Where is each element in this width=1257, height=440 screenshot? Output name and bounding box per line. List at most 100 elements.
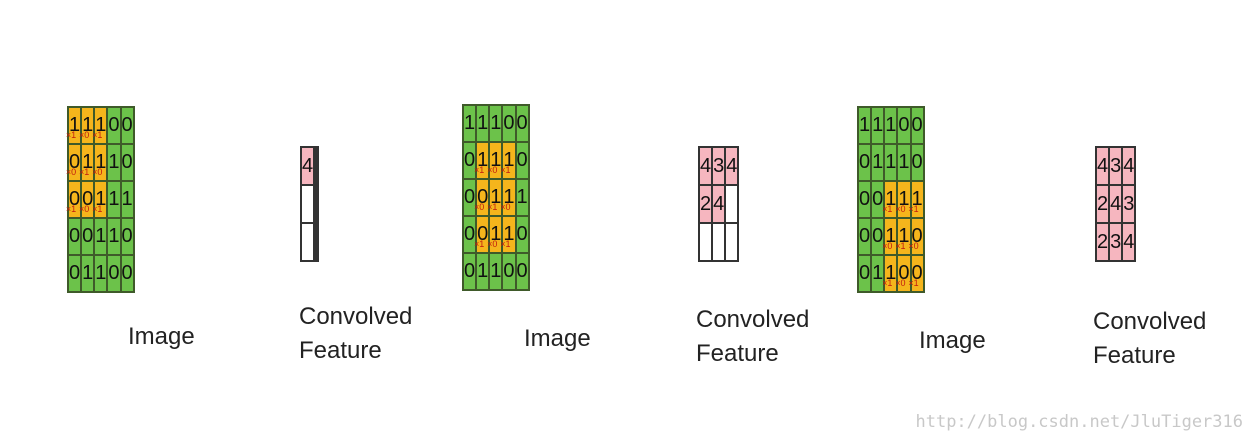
pixel-value: 1: [898, 225, 910, 247]
image-cell: 0: [106, 106, 122, 145]
pixel-value: 1: [503, 186, 515, 208]
pixel-value: 0: [516, 112, 528, 134]
pixel-value: 0: [898, 262, 910, 284]
pixel-value: 0: [503, 260, 515, 282]
window-cell: 0×0: [908, 217, 925, 256]
window-cell: 1×0: [79, 106, 96, 145]
window-cell: 1×0: [92, 143, 109, 182]
image-cell: 1: [488, 252, 504, 291]
pixel-value: 0: [477, 186, 489, 208]
convolved-feature-label-line1: Convolved: [696, 306, 810, 333]
window-cell: 1×1: [473, 141, 491, 180]
pixel-value: 1: [82, 114, 94, 136]
image-cell: 1: [461, 104, 478, 143]
image-cell: 1: [870, 254, 886, 293]
pixel-value: 1: [108, 151, 120, 173]
feature-cell: 4: [711, 184, 727, 224]
feature-cell: [313, 222, 318, 262]
image-cell: 0: [461, 252, 478, 291]
image-cell: 1: [475, 252, 491, 291]
kernel-weight: ×0: [78, 204, 90, 214]
image-cell: 0: [856, 180, 873, 219]
kernel-weight: ×0: [65, 167, 77, 177]
image-cell: 0: [909, 106, 925, 145]
image-cell: 1: [870, 106, 886, 145]
kernel-weight: ×1: [473, 165, 485, 175]
image-cell: 0: [909, 143, 925, 182]
window-cell: 1×1: [92, 180, 109, 219]
pixel-value: 0: [121, 262, 133, 284]
kernel-weight: ×0: [500, 202, 511, 212]
image-cell: 0: [856, 217, 873, 256]
pixel-value: 0: [121, 114, 133, 136]
feature-cell: [315, 222, 320, 262]
pixel-value: 1: [490, 260, 502, 282]
kernel-weight: ×1: [500, 165, 511, 175]
window-cell: 1×1: [500, 215, 517, 254]
kernel-weight: ×1: [65, 130, 77, 140]
feature-cell: [315, 184, 320, 224]
kernel-weight: ×1: [882, 204, 893, 214]
image-cell: 1: [80, 254, 96, 293]
image-cell: 0: [501, 252, 517, 291]
feature-cell: 3: [1108, 222, 1124, 262]
kernel-weight: ×0: [487, 239, 498, 249]
pixel-value: 1: [490, 186, 502, 208]
pixel-value: 0: [859, 188, 871, 210]
pixel-value: 0: [872, 225, 884, 247]
feature-cell: [313, 184, 318, 224]
kernel-weight: ×1: [882, 278, 893, 288]
pixel-value: 1: [872, 262, 884, 284]
pixel-value: 0: [121, 225, 133, 247]
feature-cell: 4: [299, 146, 316, 186]
pixel-value: 0: [898, 114, 910, 136]
image-cell: 1: [93, 217, 109, 256]
image-cell: 0: [119, 254, 135, 293]
convolved-feature-label-line1: Convolved: [1093, 308, 1207, 335]
pixel-value: 0: [121, 151, 133, 173]
image-cell: 1: [896, 143, 912, 182]
pixel-value: 0: [464, 186, 476, 208]
feature-cell: 4: [1121, 146, 1137, 186]
pixel-value: 1: [859, 114, 871, 136]
image-cell: 0: [461, 141, 478, 180]
pixel-value: 0: [503, 112, 515, 134]
image-cell: 1: [883, 143, 899, 182]
convolved-feature-label-line2: Feature: [299, 337, 382, 364]
pixel-value: 0: [911, 225, 923, 247]
image-cell: 0: [501, 104, 517, 143]
image-cell: 0: [80, 217, 96, 256]
image-cell: 1: [106, 180, 122, 219]
convolved-feature-label-line1: Convolved: [299, 303, 413, 330]
feature-cell: [724, 222, 740, 262]
pixel-value: 1: [885, 225, 897, 247]
window-cell: 0×0: [78, 180, 96, 219]
image-cell: 1: [119, 180, 135, 219]
convolved-feature-label-line2: Feature: [1093, 342, 1176, 369]
pixel-value: 0: [911, 114, 923, 136]
pixel-value: 1: [108, 188, 120, 210]
pixel-value: 0: [516, 223, 528, 245]
feature-cell: [313, 146, 318, 186]
image-cell: 0: [856, 254, 873, 293]
image-cell: 0: [870, 180, 886, 219]
pixel-value: 0: [69, 151, 81, 173]
window-cell: 1×1: [500, 141, 517, 180]
image-cell: 1: [883, 106, 899, 145]
window-cell: 0×1: [474, 215, 491, 254]
pixel-value: 1: [911, 188, 923, 210]
window-cell: 0×0: [65, 143, 83, 182]
feature-cell: [711, 222, 727, 262]
kernel-weight: ×1: [908, 204, 919, 214]
image-cell: 0: [870, 217, 886, 256]
pixel-value: 0: [464, 260, 476, 282]
image-label: Image: [919, 327, 986, 354]
kernel-weight: ×1: [78, 167, 90, 177]
kernel-weight: ×0: [908, 241, 919, 251]
pixel-value: 1: [82, 262, 94, 284]
image-cell: 0: [461, 178, 478, 217]
window-cell: 1×1: [487, 178, 504, 217]
